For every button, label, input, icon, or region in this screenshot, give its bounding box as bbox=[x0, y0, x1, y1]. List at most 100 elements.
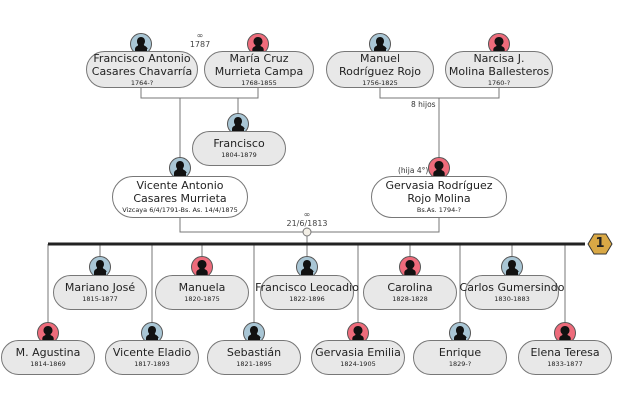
avatar-female bbox=[191, 256, 213, 278]
person-dates: 1814-1869 bbox=[30, 360, 66, 368]
person-dates: 1830-1883 bbox=[494, 295, 530, 303]
male-silhouette-icon bbox=[454, 326, 467, 341]
male-silhouette-icon bbox=[135, 37, 148, 52]
male-silhouette-icon bbox=[301, 260, 314, 275]
person-dates: 1828-1828 bbox=[392, 295, 428, 303]
person-name: M. Agustina bbox=[15, 346, 81, 359]
person-name: Elena Teresa bbox=[530, 346, 600, 359]
person-name: Francisco Leocadio bbox=[255, 281, 359, 294]
male-silhouette-icon bbox=[506, 260, 519, 275]
person-name: Gervasia Emilia bbox=[315, 346, 401, 359]
male-silhouette-icon bbox=[232, 117, 245, 132]
female-silhouette-icon bbox=[42, 326, 54, 341]
person-dates: 1756-1825 bbox=[362, 78, 398, 87]
person-name: Casares Murrieta bbox=[133, 192, 227, 205]
person-manuel[interactable]: Manuel Rodríguez Rojo 1756-1825 bbox=[326, 51, 434, 88]
male-silhouette-icon bbox=[94, 260, 107, 275]
female-silhouette-icon bbox=[493, 37, 505, 52]
avatar-female bbox=[247, 33, 269, 55]
person-dates: 1768-1855 bbox=[241, 78, 277, 87]
person-name: Gervasia Rodríguez bbox=[385, 179, 493, 192]
person-dates: 1760-? bbox=[487, 78, 511, 87]
person-name: Carlos Gumersindo bbox=[459, 281, 565, 294]
person-name: Murrieta Campa bbox=[214, 64, 304, 78]
person-francisco-uncle[interactable]: Francisco 1804-1879 bbox=[192, 131, 286, 166]
male-silhouette-icon bbox=[174, 161, 187, 176]
female-silhouette-icon bbox=[196, 260, 208, 275]
children-count-label: 8 hijos bbox=[411, 100, 436, 109]
generation-badge: 1 bbox=[595, 236, 605, 251]
person-name: Enrique bbox=[438, 346, 482, 359]
person-dates: 1824-1905 bbox=[340, 360, 376, 368]
person-vicente-antonio[interactable]: Vicente Antonio Casares Murrieta Vizcaya… bbox=[112, 176, 248, 218]
person-gervasia-rodriguez[interactable]: Gervasia Rodríguez Rojo Molina Bs.As. 17… bbox=[371, 176, 507, 218]
person-name: Vicente Antonio bbox=[136, 179, 224, 192]
person-dates: 1820-1875 bbox=[184, 295, 220, 303]
parents-marriage-label: ∞ 21/6/1813 bbox=[282, 210, 332, 228]
marriage-date: 1787 bbox=[189, 40, 211, 49]
avatar-male bbox=[130, 33, 152, 55]
person-dates: Vizcaya 6/4/1791-Bs. As. 14/4/1875 bbox=[122, 206, 238, 214]
generation-badge-hexagon bbox=[587, 233, 613, 255]
person-name: Sebastián bbox=[226, 346, 282, 359]
person-name: Casares Chavarría bbox=[91, 64, 193, 78]
person-narcisa[interactable]: Narcisa J. Molina Ballesteros 1760-? bbox=[445, 51, 553, 88]
person-name: Mariano José bbox=[64, 281, 136, 294]
marriage-symbol-icon: ∞ bbox=[196, 31, 204, 40]
person-dates: 1821-1895 bbox=[236, 360, 272, 368]
person-name: Rodríguez Rojo bbox=[338, 64, 422, 78]
person-name: Molina Ballesteros bbox=[448, 64, 550, 78]
person-name: Carolina bbox=[387, 281, 433, 294]
person-dates: 1804-1879 bbox=[221, 151, 257, 159]
female-silhouette-icon bbox=[252, 37, 264, 52]
person-dates: 1833-1877 bbox=[547, 360, 583, 368]
paternal-marriage-label: ∞ 1787 bbox=[188, 31, 212, 49]
person-name: Vicente Eladio bbox=[112, 346, 192, 359]
person-dates: 1829-? bbox=[448, 360, 472, 368]
person-dates: 1817-1893 bbox=[134, 360, 170, 368]
person-dates: Bs.As. 1794-? bbox=[416, 206, 462, 214]
avatar-male bbox=[501, 256, 523, 278]
avatar-male bbox=[141, 322, 163, 344]
person-name: Narcisa J. bbox=[473, 51, 525, 65]
birth-order-note: (hija 4°) bbox=[398, 166, 429, 175]
female-silhouette-icon bbox=[559, 326, 571, 341]
male-silhouette-icon bbox=[146, 326, 159, 341]
avatar-male bbox=[243, 322, 265, 344]
female-silhouette-icon bbox=[352, 326, 364, 341]
marriage-date: 21/6/1813 bbox=[286, 219, 328, 228]
person-name: Manuela bbox=[178, 281, 226, 294]
person-name: Manuel bbox=[360, 51, 400, 65]
female-silhouette-icon bbox=[404, 260, 416, 275]
avatar-female bbox=[428, 157, 450, 179]
person-name: María Cruz bbox=[229, 51, 289, 65]
person-dates: 1822-1896 bbox=[289, 295, 325, 303]
female-silhouette-icon bbox=[433, 161, 445, 176]
male-silhouette-icon bbox=[248, 326, 261, 341]
person-name: Rojo Molina bbox=[407, 192, 471, 205]
marriage-node bbox=[302, 227, 312, 237]
person-name: Francisco bbox=[213, 137, 265, 150]
person-dates: 1815-1877 bbox=[82, 295, 118, 303]
person-dates: 1764-? bbox=[130, 78, 154, 87]
maternal-couple-connector bbox=[379, 88, 500, 99]
person-maria-cruz[interactable]: María Cruz Murrieta Campa 1768-1855 bbox=[204, 51, 314, 88]
paternal-couple-connector bbox=[140, 88, 259, 99]
avatar-male bbox=[449, 322, 471, 344]
person-francisco-antonio[interactable]: Francisco Antonio Casares Chavarría 1764… bbox=[86, 51, 198, 88]
male-silhouette-icon bbox=[374, 37, 387, 52]
person-name: Francisco Antonio bbox=[93, 51, 191, 65]
marriage-symbol-icon: ∞ bbox=[303, 210, 311, 219]
